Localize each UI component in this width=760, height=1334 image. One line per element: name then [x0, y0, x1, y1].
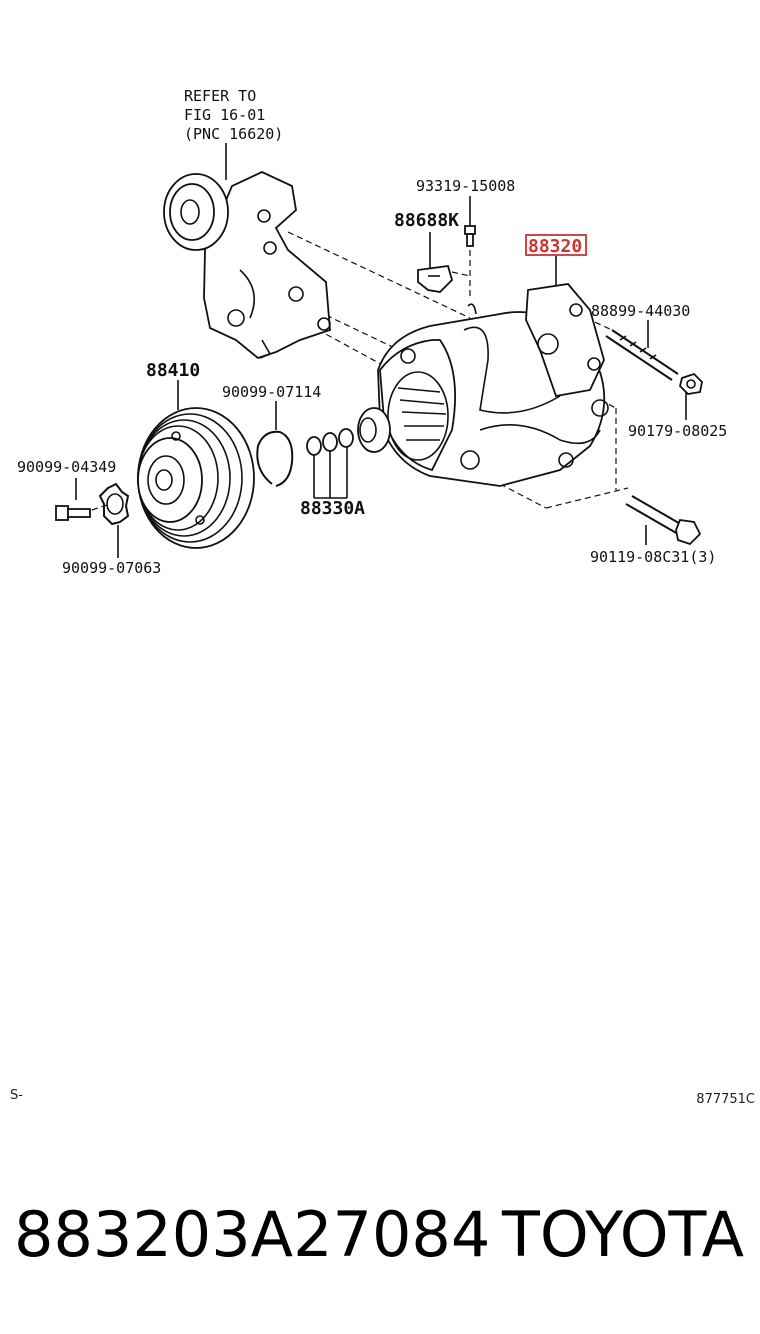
shims-88330a — [306, 428, 354, 456]
idler-bracket-assembly — [163, 171, 331, 360]
part-label-88688k[interactable]: 88688K — [394, 210, 459, 231]
part-label-88410[interactable]: 88410 — [146, 360, 200, 381]
part-label-90099-04349[interactable]: 90099-04349 — [17, 458, 116, 476]
bracket-88688k — [417, 265, 454, 293]
refer-label-line3: (PNC 16620) — [184, 125, 283, 143]
bolt-90099-04349 — [55, 505, 91, 521]
leader-lines — [75, 143, 687, 558]
part-label-90099-07063[interactable]: 90099-07063 — [62, 559, 161, 577]
bolt-90119 — [625, 495, 702, 546]
part-label-93319-15008[interactable]: 93319-15008 — [416, 177, 515, 195]
compressor-88320 — [357, 283, 609, 487]
part-number-caption: 883203A27084 — [14, 1198, 490, 1271]
lock-washer-90099-07063 — [98, 482, 130, 526]
bolt-93319 — [464, 225, 476, 247]
part-label-88899-44030[interactable]: 88899-44030 — [591, 302, 690, 320]
highlight-box — [525, 234, 587, 256]
corner-mark-left: S- — [10, 1088, 23, 1103]
part-label-90119-08c31[interactable]: 90119-08C31(3) — [590, 548, 716, 566]
nut-90179 — [679, 372, 703, 395]
part-label-88320-highlighted[interactable]: 88320 — [528, 236, 582, 257]
part-label-90099-07114[interactable]: 90099-07114 — [222, 383, 321, 401]
refer-label-line2: FIG 16-01 — [184, 106, 265, 124]
stud-bolt-88899 — [605, 329, 679, 381]
refer-label-line1: REFER TO — [184, 87, 256, 105]
part-label-90179-08025[interactable]: 90179-08025 — [628, 422, 727, 440]
part-label-88330a[interactable]: 88330A — [300, 498, 365, 519]
snap-ring-90099-07114 — [256, 430, 294, 487]
clutch-pulley-88410 — [137, 407, 255, 549]
diagram-reference-code: 877751C — [696, 1092, 755, 1107]
brand-caption: TOYOTA — [501, 1198, 744, 1271]
